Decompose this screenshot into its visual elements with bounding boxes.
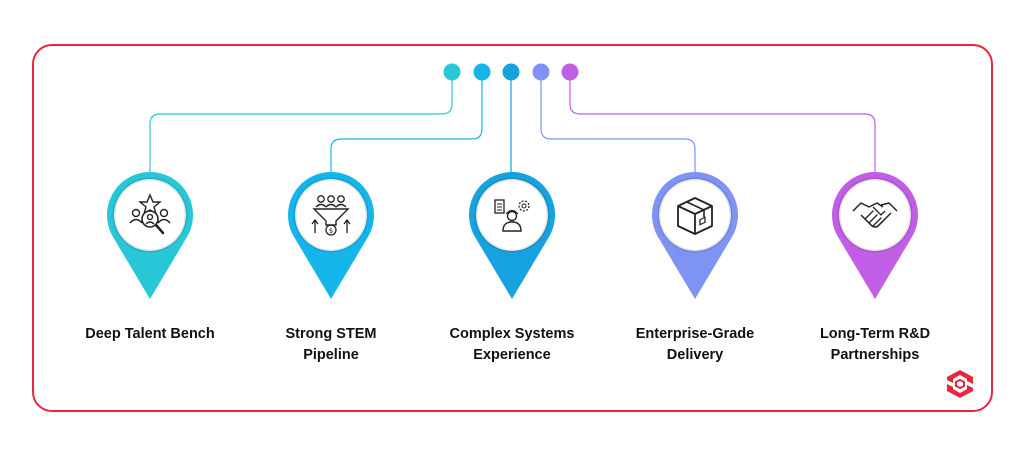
top-dot <box>532 63 550 81</box>
systems-engineer-icon <box>494 199 530 232</box>
connector-line <box>149 79 453 172</box>
brand-logo-icon <box>947 370 973 398</box>
handshake-icon <box>852 202 898 228</box>
connector-line <box>540 79 696 172</box>
label-strong-stem-pipeline: Strong STEM Pipeline <box>285 326 377 363</box>
svg-text:$: $ <box>329 227 333 235</box>
map-pins: $ <box>106 172 918 299</box>
map-pin <box>652 172 738 299</box>
top-dot <box>561 63 579 81</box>
top-dot <box>473 63 491 81</box>
map-pin <box>468 172 555 299</box>
map-pin <box>831 172 918 299</box>
label-complex-systems-experience: Complex Systems Experience <box>449 326 575 363</box>
talent-search-icon <box>129 193 171 235</box>
connector-line <box>330 79 483 172</box>
diagram-frame <box>32 44 993 412</box>
connector-lines <box>149 79 876 172</box>
label-deep-talent-bench: Deep Talent Bench <box>85 326 215 342</box>
label-enterprise-grade-delivery: Enterprise-Grade Delivery <box>635 326 755 363</box>
map-pin <box>106 172 193 299</box>
label-long-term-rd-partnerships: Long-Term R&D Partnerships <box>819 326 931 363</box>
talent-funnel-icon: $ <box>311 195 351 236</box>
connector-line <box>569 79 876 172</box>
top-dot <box>443 63 461 81</box>
top-dot <box>502 63 520 81</box>
map-pin: $ <box>288 172 374 299</box>
top-dots <box>443 63 579 81</box>
package-box-icon <box>677 197 713 235</box>
